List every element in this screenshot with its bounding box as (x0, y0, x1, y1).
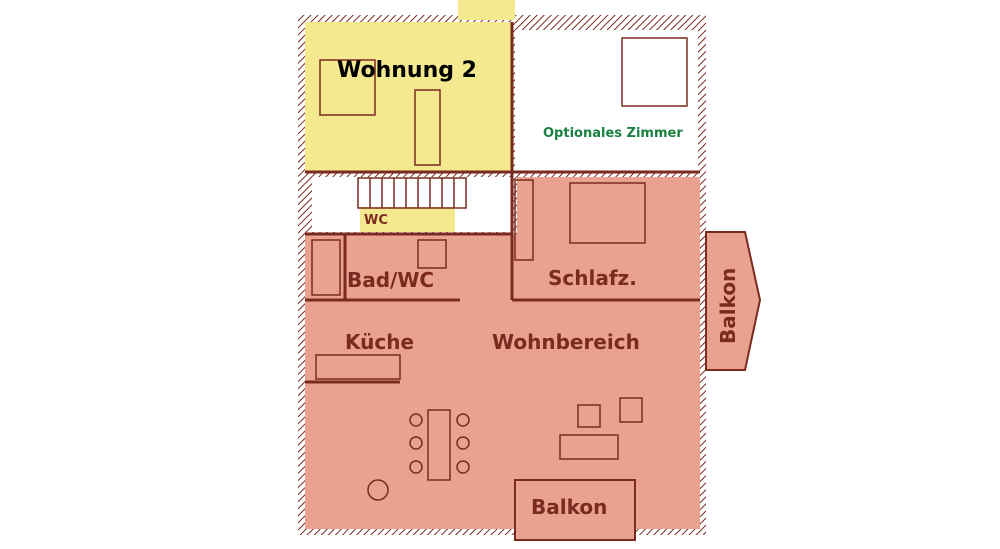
bedroom-upper (517, 177, 700, 234)
stairs (357, 177, 467, 209)
right-balcony (705, 231, 762, 371)
wc-area (360, 207, 455, 232)
label-schlafzimmer: Schlafz. (548, 266, 637, 290)
kitchen-counter (315, 354, 401, 380)
dining-table (427, 409, 451, 481)
entry-door (458, 0, 515, 20)
bed-wohnung2 (319, 59, 376, 116)
plant (367, 479, 389, 501)
furniture (311, 37, 688, 501)
kitchenette (414, 89, 441, 166)
label-kueche: Küche (345, 330, 415, 354)
interior-walls (305, 22, 700, 384)
label-balkon-bottom: Balkon (531, 495, 608, 519)
label-optionales-zimmer: Optionales Zimmer (543, 126, 683, 141)
apartment-2-area (305, 22, 511, 172)
label-bad-wc: Bad/WC (347, 268, 435, 292)
optional-room-area (515, 30, 698, 172)
bottom-balcony (514, 479, 636, 541)
sofa (559, 434, 619, 460)
label-wohnbereich: Wohnbereich (492, 330, 640, 354)
label-balkon-right: Balkon (716, 267, 740, 344)
bathtub (311, 239, 341, 296)
label-wohnung-2: Wohnung 2 (337, 58, 477, 83)
wardrobe (514, 179, 534, 261)
label-wc: WC (364, 213, 388, 228)
